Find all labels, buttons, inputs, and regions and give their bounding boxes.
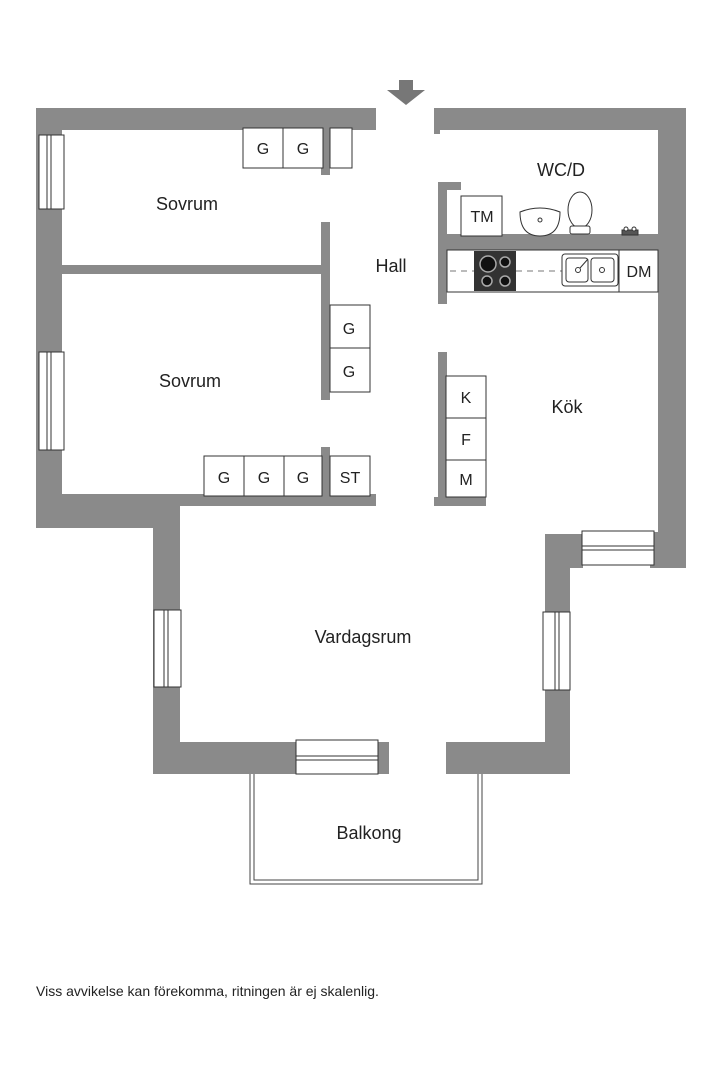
wardrobe-bottom-3 bbox=[283, 455, 323, 497]
balcony-outline bbox=[249, 774, 483, 885]
window-kitchen bbox=[581, 530, 655, 566]
washer-box bbox=[460, 195, 503, 237]
room-label-bedroom-mid: Sovrum bbox=[159, 371, 221, 391]
wardrobe-label: G bbox=[297, 141, 309, 158]
entrance-arrow-icon bbox=[387, 80, 425, 105]
kitchen-sink-icon bbox=[561, 253, 619, 287]
wardrobes bbox=[203, 127, 371, 497]
wardrobe-hall-2 bbox=[329, 347, 371, 393]
stove-icon bbox=[474, 251, 516, 291]
room-label-wc: WC/D bbox=[537, 160, 585, 180]
window-living-right bbox=[542, 611, 571, 691]
room-label-bedroom-top: Sovrum bbox=[156, 194, 218, 214]
toilet-icon bbox=[567, 191, 593, 229]
kitchen-appliances bbox=[445, 375, 487, 498]
dishwasher-label: DM bbox=[627, 264, 652, 281]
microwave-label: M bbox=[459, 472, 472, 489]
storage-cabinet bbox=[329, 455, 371, 497]
wardrobe-bottom-1 bbox=[203, 455, 245, 497]
room-label-living: Vardagsrum bbox=[315, 627, 412, 647]
disclaimer-text: Viss avvikelse kan förekomma, ritningen … bbox=[36, 983, 379, 999]
room-label-balcony: Balkong bbox=[336, 823, 401, 843]
interior-walls bbox=[62, 125, 658, 506]
room-label-kitchen: Kök bbox=[551, 397, 583, 417]
wardrobe-label: G bbox=[343, 321, 355, 338]
wardrobe-hall-1 bbox=[329, 304, 371, 349]
microwave-box bbox=[445, 459, 487, 498]
wardrobe-label: G bbox=[297, 470, 309, 487]
wardrobe-label: G bbox=[257, 141, 269, 158]
dishwasher-box bbox=[618, 249, 659, 293]
kitchen-counter bbox=[446, 249, 659, 293]
freezer-box bbox=[445, 417, 487, 461]
wardrobe-label: G bbox=[218, 470, 230, 487]
room-label-hall: Hall bbox=[375, 256, 406, 276]
wardrobe-top-1 bbox=[242, 127, 284, 169]
tap-icon bbox=[621, 226, 639, 236]
wardrobe-top-2 bbox=[282, 127, 324, 169]
storage-label: ST bbox=[340, 470, 361, 487]
wardrobe-label: G bbox=[343, 364, 355, 381]
washer-label: TM bbox=[470, 209, 493, 226]
wardrobe-label: G bbox=[258, 470, 270, 487]
windows bbox=[38, 134, 655, 775]
fridge-label: K bbox=[461, 390, 472, 407]
freezer-label: F bbox=[461, 432, 471, 449]
window-living-bottom bbox=[295, 739, 379, 775]
wc-fixtures bbox=[460, 191, 639, 237]
